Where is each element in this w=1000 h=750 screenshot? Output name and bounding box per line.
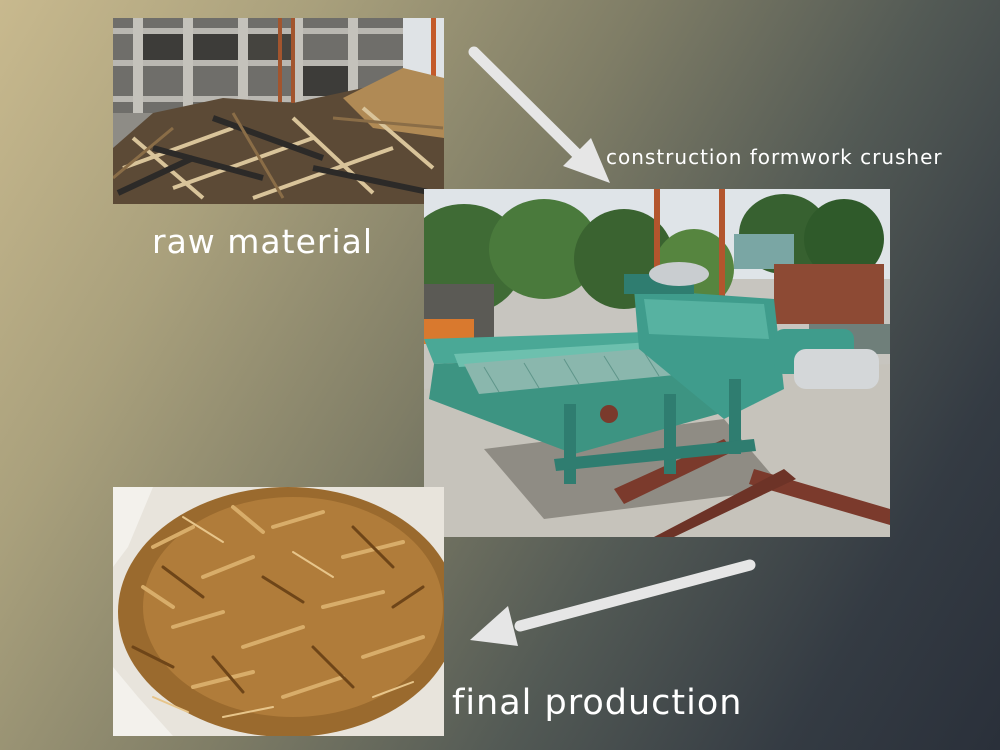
raw-material-photo [113, 18, 444, 204]
crusher-machine-photo [424, 189, 890, 537]
final-production-photo [113, 487, 444, 736]
arrow-down-right-icon [468, 46, 610, 183]
crusher-machine-label: construction formwork crusher [606, 145, 943, 169]
arrow-down-left-icon [470, 559, 756, 646]
raw-material-label: raw material [152, 222, 374, 261]
final-production-label: final production [452, 683, 743, 723]
